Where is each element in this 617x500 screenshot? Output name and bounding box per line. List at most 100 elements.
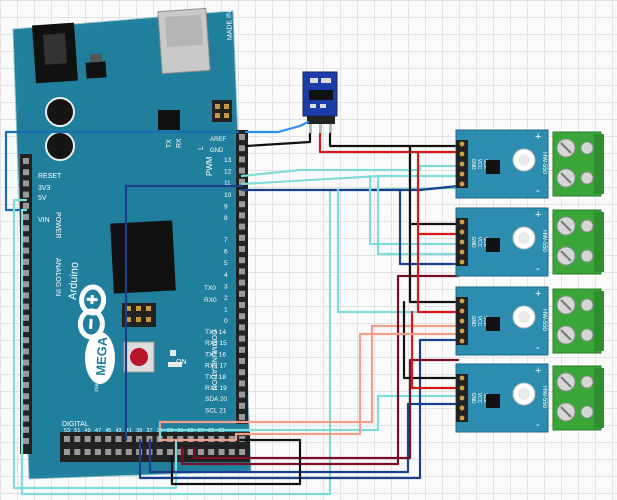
header-pin[interactable]: [239, 246, 245, 252]
header-pin[interactable]: [23, 247, 29, 254]
header-pin[interactable]: [23, 191, 29, 198]
header-pin[interactable]: [23, 326, 29, 332]
header-pin[interactable]: [23, 214, 29, 220]
header-pin[interactable]: [84, 449, 91, 455]
header-pin[interactable]: [125, 449, 132, 455]
header-pin[interactable]: [23, 337, 29, 344]
header-pin[interactable]: [64, 449, 70, 455]
header-pin[interactable]: [239, 358, 245, 364]
header-pin[interactable]: [239, 335, 245, 342]
header-pin[interactable]: [239, 369, 245, 376]
header-pin[interactable]: [239, 156, 245, 163]
wire-black[interactable]: [408, 222, 460, 304]
module-pin[interactable]: [459, 141, 465, 147]
wire-black[interactable]: [170, 438, 302, 486]
header-pin[interactable]: [115, 449, 122, 455]
wire-navy[interactable]: [138, 338, 460, 480]
wire-black[interactable]: [244, 132, 312, 148]
module-pin[interactable]: [459, 259, 465, 265]
header-pin[interactable]: [239, 391, 245, 398]
header-pin[interactable]: [23, 270, 29, 276]
header-pin[interactable]: [136, 436, 143, 442]
header-pin[interactable]: [239, 223, 245, 230]
header-pin[interactable]: [94, 436, 101, 442]
header-pin[interactable]: [23, 292, 29, 299]
header-pin[interactable]: [239, 302, 245, 308]
module-pin[interactable]: [459, 298, 465, 304]
wire-cyan[interactable]: [368, 174, 460, 246]
header-pin[interactable]: [23, 404, 29, 411]
header-pin[interactable]: [239, 324, 245, 331]
header-pin[interactable]: [239, 145, 245, 152]
wire-cyan[interactable]: [240, 174, 460, 186]
header-pin[interactable]: [239, 190, 245, 196]
header-pin[interactable]: [23, 348, 29, 355]
header-pin[interactable]: [218, 449, 225, 455]
header-pin[interactable]: [23, 303, 29, 310]
header-pin[interactable]: [239, 178, 245, 185]
wire-cyan[interactable]: [158, 394, 460, 442]
wire-red[interactable]: [410, 310, 460, 390]
header-pin[interactable]: [239, 449, 246, 455]
wire-black[interactable]: [402, 300, 460, 380]
header-pin[interactable]: [64, 436, 70, 442]
header-pin[interactable]: [239, 380, 245, 387]
wire-blue-loop[interactable]: [4, 130, 240, 212]
header-pin[interactable]: [23, 281, 29, 288]
header-pin[interactable]: [23, 236, 29, 243]
header-pin[interactable]: [115, 436, 122, 442]
header-pin[interactable]: [167, 449, 173, 455]
module-pin[interactable]: [459, 318, 465, 324]
header-pin[interactable]: [228, 449, 235, 455]
module-pin[interactable]: [459, 239, 465, 245]
wire-salmon[interactable]: [158, 332, 460, 442]
header-pin[interactable]: [23, 314, 29, 321]
module-pin[interactable]: [459, 249, 465, 255]
header-pin[interactable]: [84, 436, 91, 442]
thermocouple-module[interactable]: GNDVCCSCKCSSO+-HW-550: [455, 286, 604, 356]
header-pin[interactable]: [23, 225, 29, 232]
header-pin[interactable]: [23, 202, 29, 209]
module-pin[interactable]: [459, 415, 465, 421]
header-pin[interactable]: [74, 436, 81, 442]
screw-terminal-icon[interactable]: [552, 209, 604, 275]
header-pin[interactable]: [239, 268, 245, 275]
wire-black[interactable]: [328, 132, 460, 148]
screw-terminal-icon[interactable]: [552, 131, 604, 197]
module-pin[interactable]: [459, 385, 465, 391]
header-pin[interactable]: [23, 415, 29, 422]
wire-red[interactable]: [318, 132, 460, 154]
header-pin[interactable]: [239, 234, 245, 241]
header-pin[interactable]: [23, 382, 29, 388]
wire-lightblue[interactable]: [244, 120, 310, 134]
wire-maroon[interactable]: [192, 358, 460, 460]
module-pin[interactable]: [459, 151, 465, 157]
header-pin[interactable]: [239, 134, 245, 140]
wire-navy[interactable]: [124, 184, 244, 442]
header-pin[interactable]: [239, 279, 245, 286]
header-pin[interactable]: [23, 258, 29, 265]
header-pin[interactable]: [23, 158, 29, 164]
module-pin[interactable]: [459, 219, 465, 225]
screw-terminal-icon[interactable]: [552, 365, 604, 431]
header-pin[interactable]: [74, 449, 81, 455]
header-pin[interactable]: [239, 257, 245, 264]
header-pin[interactable]: [239, 212, 245, 219]
module-pin[interactable]: [459, 229, 465, 235]
module-pin[interactable]: [459, 161, 465, 167]
reset-button-icon[interactable]: [123, 341, 155, 373]
header-pin[interactable]: [23, 438, 29, 444]
header-pin[interactable]: [23, 393, 29, 400]
module-pin[interactable]: [459, 181, 465, 187]
header-pin[interactable]: [239, 402, 245, 409]
header-pin[interactable]: [94, 449, 101, 455]
screw-terminal-icon[interactable]: [552, 288, 604, 354]
wire-cyan[interactable]: [240, 164, 460, 178]
header-pin[interactable]: [239, 167, 245, 174]
header-pin[interactable]: [239, 313, 245, 320]
header-pin[interactable]: [23, 359, 29, 366]
module-pin[interactable]: [459, 395, 465, 401]
header-pin[interactable]: [105, 436, 112, 442]
header-pin[interactable]: [105, 449, 112, 455]
header-pin[interactable]: [23, 169, 29, 176]
